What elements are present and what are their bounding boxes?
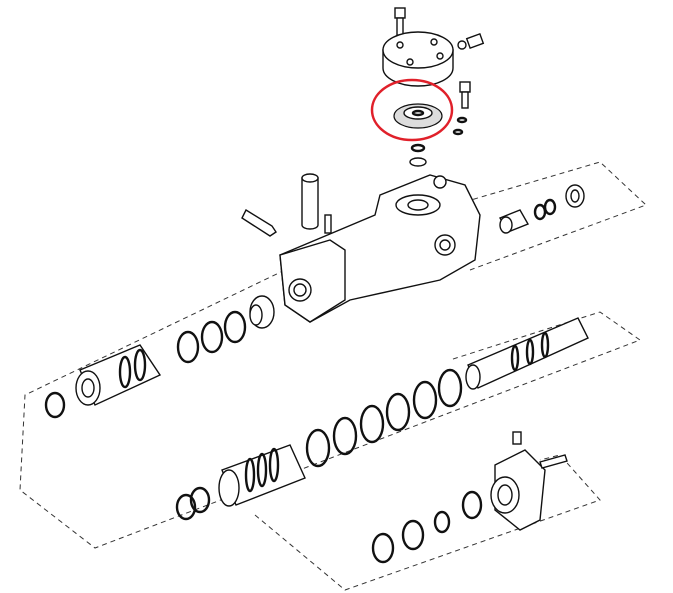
middle-spool-assembly <box>175 444 306 521</box>
highlight-circle <box>370 78 454 142</box>
bottom-o-rings <box>371 490 483 564</box>
end-cap-bracket <box>490 431 568 531</box>
valve-housing <box>279 174 481 323</box>
o-rings-top <box>409 143 427 167</box>
top-cover-plate <box>382 31 454 87</box>
pressure-fitting <box>457 33 485 50</box>
small-bolt <box>452 81 471 136</box>
middle-o-rings <box>305 368 463 468</box>
left-o-rings <box>176 295 275 364</box>
dowel-pin <box>241 209 277 237</box>
long-pin <box>301 173 332 234</box>
right-plug-assembly <box>498 184 585 234</box>
left-spool-assembly <box>44 344 162 419</box>
highlighted-seal <box>393 103 443 129</box>
long-spool-shaft <box>465 317 589 390</box>
